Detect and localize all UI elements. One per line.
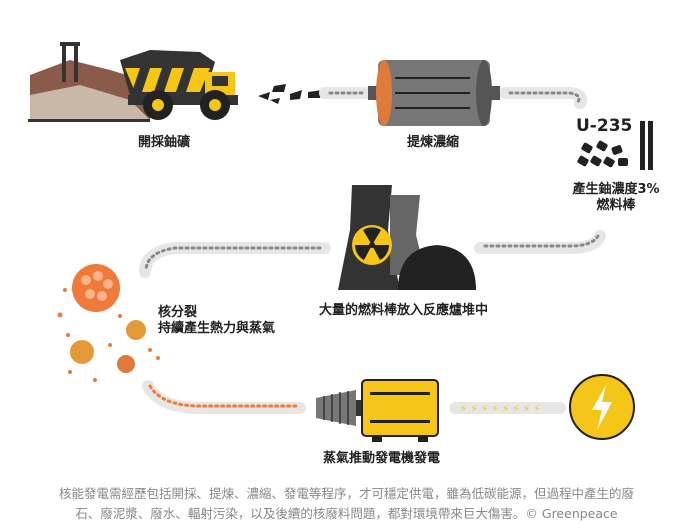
- label-reactor: 大量的燃料棒放入反應爐堆中: [319, 303, 489, 318]
- fission-line1: 核分裂: [158, 305, 198, 320]
- lightning-bolt-icon: [569, 374, 635, 440]
- fuel-line1: 產生鈾濃度3%: [572, 182, 660, 197]
- electric-flow: ⚡ ⚡ ⚡ ⚡ ⚡ ⚡ ⚡ ⚡: [460, 404, 541, 415]
- fission-icon: [57, 264, 160, 382]
- mine-icon: [28, 42, 150, 122]
- fuel-line2: 燃料棒: [596, 198, 636, 213]
- centrifuge-icon: [368, 60, 500, 126]
- reactor-icon: [338, 185, 476, 290]
- label-u235: U-235: [576, 116, 633, 136]
- process-illustration: ⚡ ⚡ ⚡ ⚡ ⚡ ⚡ ⚡ ⚡: [28, 42, 653, 442]
- label-fission: 核分裂 持續產生熱力與蒸氣: [158, 305, 275, 337]
- caption-line2: 石、廢泥漿、廢水、輻射污染，以及後續的核廢料問題，都對環境帶來巨大傷害。© Gr…: [75, 506, 618, 521]
- dump-truck-icon: [120, 50, 238, 120]
- fuel-rods-icon: [640, 121, 653, 170]
- caption-line1: 核能發電需經歷包括開採、提煉、濃縮、發電等程序，才可穩定供電，雖為低碳能源，但過…: [58, 486, 634, 501]
- label-enrichment: 提煉濃縮: [407, 135, 460, 150]
- generator-icon: [316, 379, 439, 442]
- label-generator: 蒸氣推動發電機發電: [323, 451, 441, 466]
- image-caption: 核能發電需經歷包括開採、提煉、濃縮、發電等程序，才可穩定供電，雖為低碳能源，但過…: [0, 484, 693, 524]
- label-mining: 開採鈾礦: [138, 135, 191, 150]
- ore-rocks-icon: [258, 84, 322, 104]
- fuel-pellets-icon: [577, 140, 628, 168]
- fission-line2: 持續產生熱力與蒸氣: [158, 321, 276, 336]
- label-fuel-rods: 產生鈾濃度3% 燃料棒: [568, 182, 664, 214]
- svg-text:⚡ ⚡ ⚡ ⚡ ⚡ ⚡ ⚡ ⚡: ⚡ ⚡ ⚡ ⚡ ⚡ ⚡ ⚡ ⚡: [460, 404, 541, 415]
